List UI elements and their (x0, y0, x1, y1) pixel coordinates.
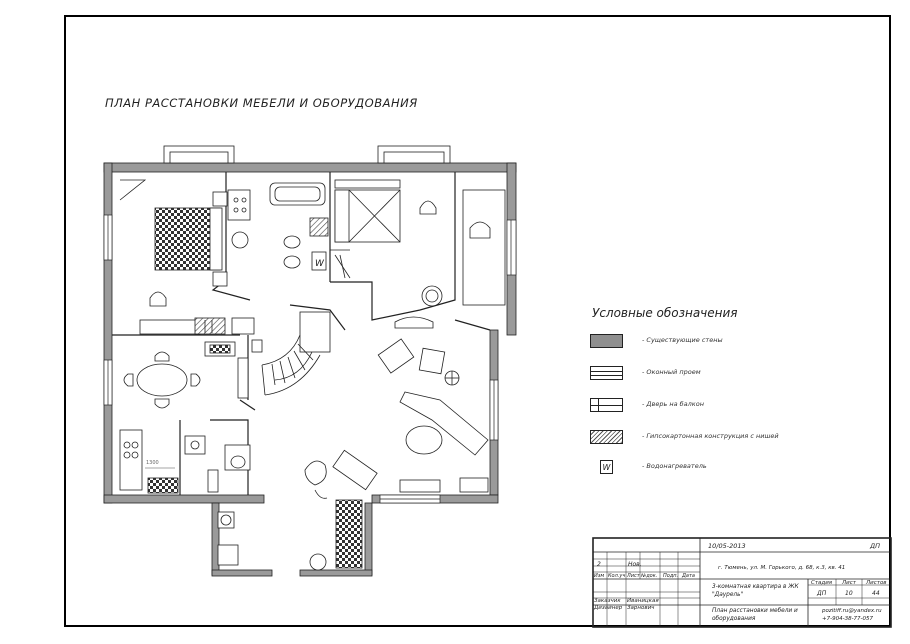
svg-text:1300: 1300 (146, 460, 159, 466)
tb-sheets: 44 (872, 590, 880, 597)
legend-label: - Гипсокартонная конструкция с нишей (642, 432, 779, 440)
legend-label: - Существующие стены (642, 336, 723, 344)
legend-title: Условные обозначения (592, 306, 738, 320)
living-room (304, 338, 489, 571)
tb-stage-header: Стадия (811, 580, 833, 586)
tb-address: г. Тюмень, ул. М. Горького, д. 68, к.3, … (718, 565, 846, 571)
wall-windows (103, 214, 517, 504)
bathroom: W (227, 182, 351, 279)
drawing-frame (64, 15, 891, 627)
tb-stage: ДП (817, 590, 827, 597)
tb-col-4: Подп. (663, 573, 679, 579)
bedroom-left (119, 179, 228, 335)
tb-col-1: Кол.уч (608, 573, 626, 579)
tb-sheet-header: Лист (842, 580, 856, 586)
tb-col-5: Дата (682, 573, 695, 579)
bedroom-right (334, 179, 506, 329)
hall-and-wc (217, 317, 263, 566)
tb-col-0: Изм (594, 573, 605, 579)
tb-customer-label: Заказчик (594, 598, 621, 604)
tb-sheet-title: План расстановки мебели и оборудования (712, 608, 798, 622)
tb-row-num: 2 (597, 561, 601, 568)
curved-stair (261, 311, 331, 396)
kitchen: 1300 (119, 429, 219, 494)
tb-row-status: Нов. (628, 561, 642, 568)
tb-col-3: №док. (641, 573, 658, 579)
svg-text:W: W (315, 259, 325, 269)
top-balconies (163, 145, 451, 164)
tb-sheets-header: Листов (866, 580, 887, 586)
dining-room (123, 341, 249, 409)
legend-swatch-door (590, 398, 623, 412)
legend-swatch-walls (590, 334, 623, 348)
tb-customer: Иваницкая (627, 598, 659, 604)
tb-date: 10/05-2013 (708, 542, 746, 550)
tb-designer-label: Дизайнер (594, 605, 623, 611)
tb-sheet: 10 (845, 590, 853, 597)
legend-swatch-heater: W (600, 460, 613, 474)
legend-swatch-window (590, 366, 623, 380)
tb-contact: pozitiff.ru@yandex.ru +7-904-38-77-057 (822, 608, 882, 622)
tb-designer: Зарнович (627, 605, 655, 611)
legend-label: - Водонагреватель (642, 462, 707, 470)
tb-project-desc: 3-комнатная квартира в ЖК "Даурель" (712, 584, 799, 598)
tb-code: ДП (870, 542, 880, 550)
legend-label: - Оконный проем (642, 368, 701, 376)
legend-label: - Дверь на балкон (642, 400, 704, 408)
legend-swatch-gypsum (590, 430, 623, 444)
drawing-title: ПЛАН РАССТАНОВКИ МЕБЕЛИ И ОБОРУДОВАНИЯ (105, 96, 418, 110)
tb-col-2: Лист (627, 573, 640, 579)
